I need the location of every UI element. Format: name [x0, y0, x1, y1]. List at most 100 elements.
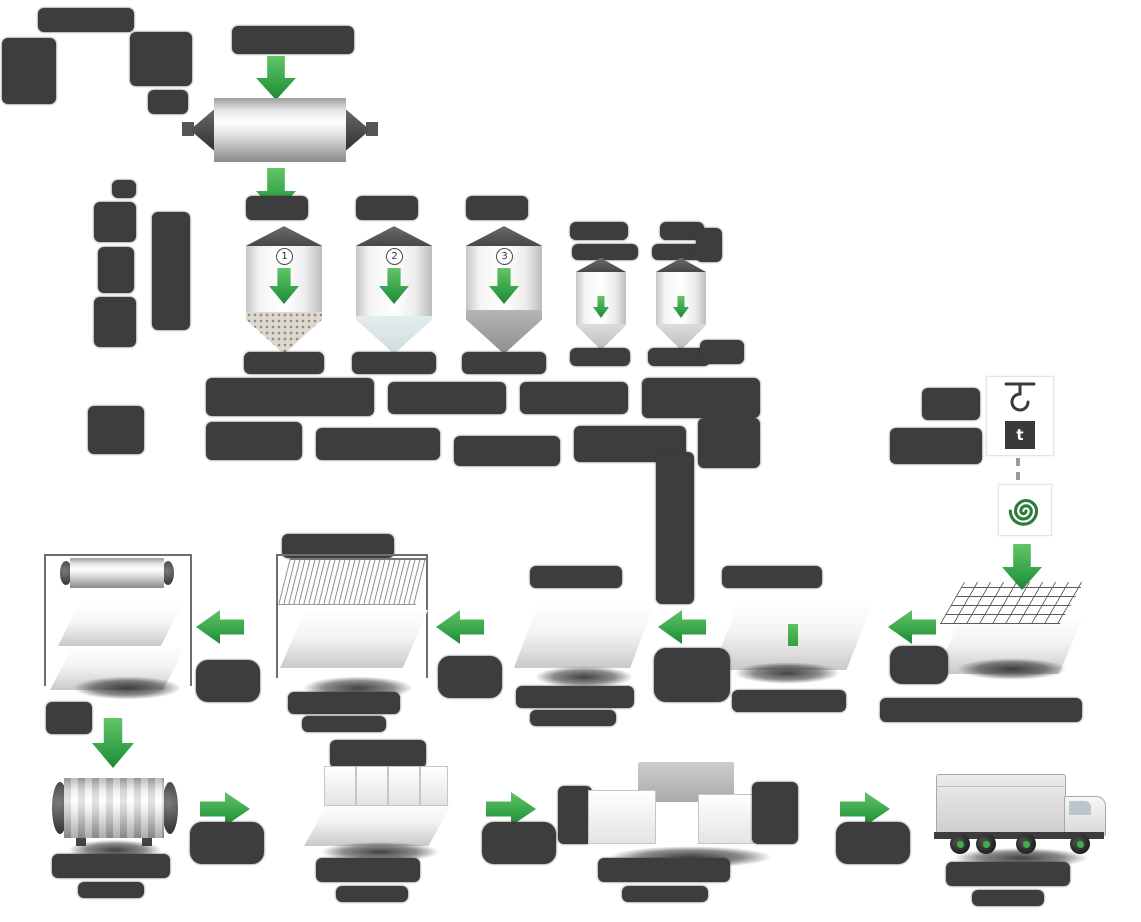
tarp-line	[936, 786, 1064, 787]
label-blob	[520, 382, 628, 414]
down-arrow-icon	[92, 718, 134, 768]
label-blob	[622, 886, 708, 902]
label-blob	[438, 656, 502, 698]
winch-drum	[70, 558, 164, 588]
label-blob	[94, 202, 136, 242]
label-blob	[660, 222, 704, 240]
autoclave	[44, 770, 184, 852]
label-blob	[922, 388, 980, 420]
autoclave-vessel	[64, 778, 164, 838]
label-blob	[246, 196, 308, 220]
ground-shadow	[52, 672, 202, 704]
label-blob	[482, 822, 556, 864]
down-arrow-icon	[489, 268, 519, 304]
mixer-icon-box	[998, 484, 1052, 536]
dashed-connector	[1016, 458, 1020, 480]
silo-3: 3	[466, 226, 542, 354]
label-blob	[700, 340, 744, 364]
truck-cargo-box	[936, 774, 1066, 834]
truck-window	[1069, 801, 1091, 815]
label-blob	[352, 352, 436, 374]
cutting-wires	[278, 558, 428, 605]
label-blob	[2, 38, 56, 104]
label-blob	[78, 882, 144, 898]
label-blob	[516, 686, 634, 708]
block-stack	[302, 760, 458, 850]
label-blob	[152, 212, 190, 330]
label-blob	[388, 382, 506, 414]
label-blob	[558, 786, 592, 844]
crane-hook-icon	[1004, 382, 1036, 412]
label-blob	[572, 244, 638, 260]
silo-1: 1	[246, 226, 322, 354]
reinforcement-mesh	[939, 582, 1085, 624]
down-arrow-icon	[256, 56, 296, 100]
left-arrow-icon	[196, 610, 244, 644]
left-arrow-icon	[658, 610, 706, 644]
left-arrow-icon	[436, 610, 484, 644]
silo-cone	[356, 226, 432, 246]
casting-mold	[514, 604, 654, 668]
label-blob	[880, 698, 1082, 722]
label-blob	[302, 716, 386, 732]
frame-beam	[276, 554, 428, 556]
silo-material-fill	[246, 312, 322, 354]
right-arrow-icon	[200, 792, 250, 826]
label-blob	[206, 422, 302, 460]
silo-number: 1	[276, 248, 293, 265]
label-blob	[732, 690, 846, 712]
label-blob	[190, 822, 264, 864]
label-blob	[330, 740, 426, 768]
label-blob	[462, 352, 546, 374]
left-arrow-icon	[888, 610, 936, 644]
down-arrow-icon	[379, 268, 409, 304]
label-blob	[466, 196, 528, 220]
silo-cone	[246, 226, 322, 246]
label-blob	[148, 90, 188, 114]
down-arrow-icon	[673, 296, 689, 318]
frame-post	[190, 554, 192, 686]
label-blob	[46, 702, 92, 734]
silo-material-fill	[656, 324, 706, 350]
label-blob	[642, 378, 760, 418]
label-blob	[94, 297, 136, 347]
silo-material-fill	[356, 316, 432, 354]
weighing-station-icon: t	[986, 376, 1054, 456]
label-blob	[972, 890, 1044, 906]
silo-number: 2	[386, 248, 403, 265]
block	[324, 766, 356, 806]
ground-shadow	[936, 654, 1088, 684]
label-blob	[88, 406, 144, 454]
tonne-letter: t	[1016, 426, 1024, 444]
label-blob	[206, 378, 374, 416]
silo-material-fill	[576, 324, 626, 350]
label-blob	[98, 247, 134, 293]
winch-end	[60, 561, 72, 585]
green-marker	[788, 624, 798, 646]
label-blob	[836, 822, 910, 864]
label-blob	[696, 228, 722, 262]
label-blob	[652, 244, 708, 260]
mill-shaft	[366, 122, 378, 136]
label-blob	[648, 348, 710, 366]
block	[420, 766, 448, 806]
wheel-hub	[1076, 840, 1084, 848]
label-blob	[244, 352, 324, 374]
label-blob	[570, 348, 630, 366]
tonne-weight-icon: t	[1005, 421, 1035, 449]
cutting-machine	[272, 552, 434, 694]
label-blob	[232, 26, 354, 54]
block	[356, 766, 388, 806]
down-arrow-icon	[269, 268, 299, 304]
label-blob	[654, 648, 730, 702]
label-blob	[946, 862, 1070, 886]
label-blob	[698, 418, 760, 468]
right-arrow-icon	[840, 792, 890, 826]
label-blob	[454, 436, 560, 466]
label-blob	[570, 222, 628, 240]
label-blob	[722, 566, 822, 588]
label-blob	[530, 710, 616, 726]
block-group	[588, 790, 656, 844]
label-blob	[890, 646, 948, 684]
